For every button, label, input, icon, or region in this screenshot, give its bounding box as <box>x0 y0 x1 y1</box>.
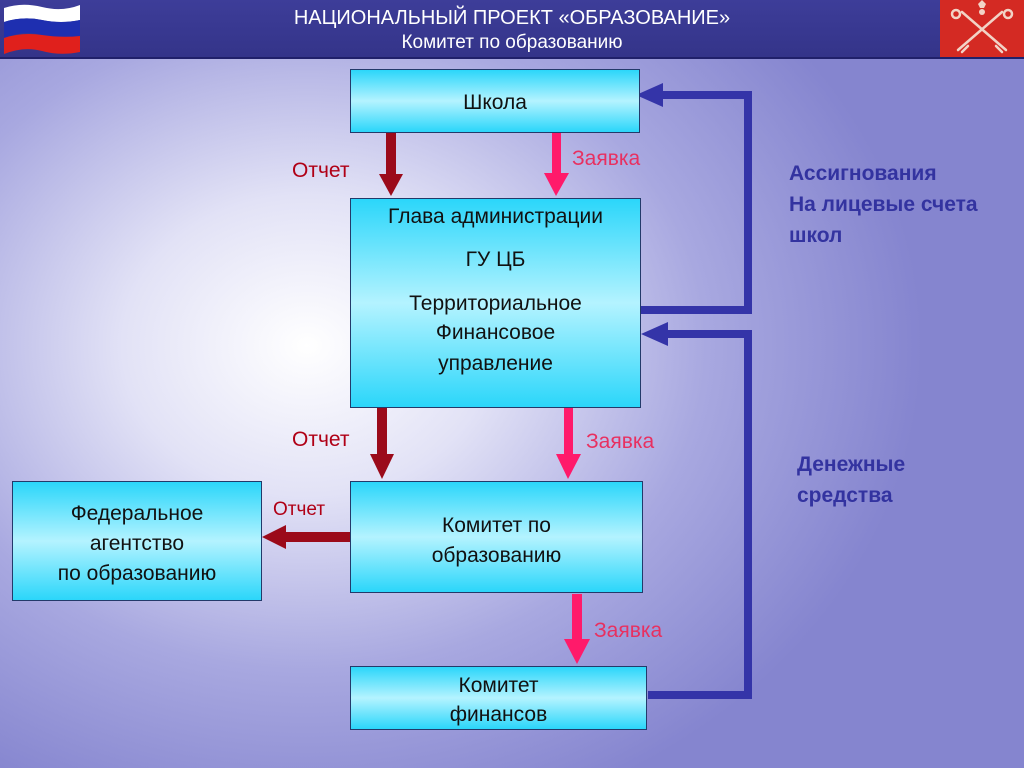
committee-edu-line-2: образованию <box>431 544 562 567</box>
admin-financial-label: Финансовое <box>435 321 556 344</box>
page-title: НАЦИОНАЛЬНЫЙ ПРОЕКТ «ОБРАЗОВАНИЕ» <box>293 7 731 29</box>
report-label-3: Отчет <box>273 499 326 520</box>
funds-line-2: средства <box>797 484 893 507</box>
school-box: Школа <box>350 69 640 133</box>
committee-edu-line-1: Комитет по <box>442 514 551 537</box>
russian-flag-icon <box>4 4 80 54</box>
report-label-2: Отчет <box>292 428 350 451</box>
allocations-label: Ассигнования На лицевые счета школ <box>789 158 978 251</box>
crossed-scepters-emblem-icon <box>950 0 1014 54</box>
funds-arrow <box>641 322 752 699</box>
funds-line-1: Денежные <box>797 453 906 476</box>
allocations-line-3: школ <box>789 224 843 247</box>
admin-head-label: Глава администрации <box>388 205 603 228</box>
report-arrow-school-admin <box>379 133 403 196</box>
page-subtitle: Комитет по образованию <box>401 32 623 53</box>
request-label-2: Заявка <box>586 430 655 453</box>
education-committee-box: Комитет по образованию <box>350 481 643 593</box>
request-arrow-committee-finance <box>564 594 590 664</box>
finance-line-2: финансов <box>449 703 548 726</box>
funds-label: Денежные средства <box>797 449 905 511</box>
allocations-line-2: На лицевые счета <box>789 193 978 216</box>
admin-department-label: управление <box>438 352 553 375</box>
request-label-1: Заявка <box>572 147 641 170</box>
allocations-arrow <box>636 83 752 314</box>
federal-line-3: по образованию <box>57 562 217 585</box>
admin-gu-cb-label: ГУ ЦБ <box>465 248 526 271</box>
request-arrow-school-admin <box>544 133 569 196</box>
finance-line-1: Комитет <box>458 674 539 697</box>
report-arrow-committee-federal <box>262 525 350 549</box>
allocations-line-1: Ассигнования <box>789 162 937 185</box>
request-label-3: Заявка <box>594 619 663 642</box>
federal-line-1: Федеральное <box>70 502 204 525</box>
header-bar: НАЦИОНАЛЬНЫЙ ПРОЕКТ «ОБРАЗОВАНИЕ» Комите… <box>0 0 1024 59</box>
emblem-panel <box>940 0 1024 57</box>
report-arrow-admin-committee <box>370 408 394 479</box>
report-label-1: Отчет <box>292 159 350 182</box>
administration-box: Глава администрации ГУ ЦБ Территориально… <box>350 198 641 408</box>
school-label: Школа <box>463 91 527 114</box>
federal-agency-box: Федеральное агентство по образованию <box>12 481 262 601</box>
finance-committee-box: Комитет финансов <box>350 666 647 730</box>
admin-territorial-label: Территориальное <box>409 292 582 315</box>
request-arrow-admin-committee <box>556 408 581 479</box>
federal-line-2: агентство <box>89 532 185 555</box>
